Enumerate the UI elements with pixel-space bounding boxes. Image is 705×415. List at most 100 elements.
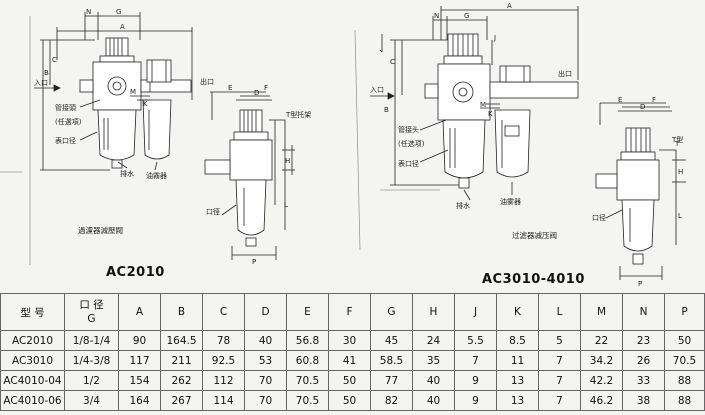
header-model: 型 号 bbox=[0, 293, 65, 331]
left-label-pipe-joint: 管接頭 bbox=[55, 103, 76, 112]
header-col: A bbox=[118, 293, 161, 331]
table-header-row: 型 号 口 径 G A B C D E F G H J K L M N P bbox=[0, 293, 705, 331]
table-cell: 262 bbox=[160, 370, 203, 391]
left-label-drain: 排水 bbox=[120, 169, 134, 178]
left-dim-N: N bbox=[86, 8, 91, 16]
cell-port: 3/4 bbox=[64, 390, 119, 411]
table-cell: 154 bbox=[118, 370, 161, 391]
table-cell: 70 bbox=[244, 390, 287, 411]
right-label-lubricator: 油雾器 bbox=[500, 197, 521, 206]
table-cell: 42.2 bbox=[580, 370, 623, 391]
left-dim-H: H bbox=[285, 157, 290, 165]
left-caption: 過濾器減壓閥 bbox=[78, 225, 123, 235]
cell-port: 1/8-1/4 bbox=[64, 330, 119, 351]
right-label-port: 口径 bbox=[592, 213, 606, 222]
table-cell: 267 bbox=[160, 390, 203, 411]
table-cell: 11 bbox=[496, 350, 539, 371]
table-cell: 117 bbox=[118, 350, 161, 371]
table-cell: 13 bbox=[496, 370, 539, 391]
table-cell: 70.5 bbox=[286, 390, 329, 411]
header-col: H bbox=[412, 293, 455, 331]
cell-model: AC3010 bbox=[0, 350, 65, 371]
left-dim-K: K bbox=[143, 100, 148, 108]
table-cell: 50 bbox=[328, 390, 371, 411]
spec-table: 型 号 口 径 G A B C D E F G H J K L M N P AC… bbox=[0, 293, 705, 411]
table-cell: 23 bbox=[622, 330, 665, 351]
header-port-bottom: G bbox=[87, 313, 96, 325]
left-label-outlet: 出口 bbox=[200, 77, 214, 86]
table-cell: 7 bbox=[538, 370, 581, 391]
table-cell: 40 bbox=[412, 390, 455, 411]
right-dim-G: G bbox=[464, 12, 469, 20]
left-dim-A: A bbox=[120, 23, 125, 31]
table-cell: 82 bbox=[370, 390, 413, 411]
right-dim-C: C bbox=[390, 58, 395, 66]
right-label-outlet: 出口 bbox=[558, 69, 572, 78]
table-row: AC3010 1/4-3/8 117 211 92.5 53 60.8 41 5… bbox=[0, 350, 705, 371]
table-cell: 8.5 bbox=[496, 330, 539, 351]
cell-model: AC2010 bbox=[0, 330, 65, 351]
table-cell: 33 bbox=[622, 370, 665, 391]
left-label-t-bracket: T型托架 bbox=[285, 110, 311, 119]
cell-port: 1/2 bbox=[64, 370, 119, 391]
header-col: K bbox=[496, 293, 539, 331]
table-cell: 53 bbox=[244, 350, 287, 371]
header-port: 口 径 G bbox=[64, 293, 119, 331]
table-cell: 5.5 bbox=[454, 330, 497, 351]
header-col: P bbox=[664, 293, 705, 331]
table-cell: 34.2 bbox=[580, 350, 623, 371]
right-dim-A: A bbox=[507, 2, 512, 10]
table-row: AC4010-04 1/2 154 262 112 70 70.5 50 77 … bbox=[0, 370, 705, 391]
table-cell: 30 bbox=[328, 330, 371, 351]
table-cell: 7 bbox=[538, 350, 581, 371]
right-dim-H: H bbox=[678, 168, 683, 176]
left-label-gauge: 表口径 bbox=[55, 136, 76, 145]
left-dim-P: P bbox=[252, 258, 256, 266]
table-cell: 90 bbox=[118, 330, 161, 351]
left-dim-C: C bbox=[52, 56, 57, 64]
right-label-t-bracket: T型 bbox=[671, 135, 683, 144]
table-cell: 88 bbox=[664, 370, 705, 391]
header-col: G bbox=[370, 293, 413, 331]
right-dim-D: D bbox=[640, 103, 645, 111]
table-cell: 58.5 bbox=[370, 350, 413, 371]
right-label-drain: 排水 bbox=[456, 201, 470, 210]
table-cell: 50 bbox=[664, 330, 705, 351]
right-dim-E: E bbox=[618, 96, 622, 104]
right-dim-F: F bbox=[652, 96, 656, 104]
table-cell: 46.2 bbox=[580, 390, 623, 411]
header-col: D bbox=[244, 293, 287, 331]
table-cell: 7 bbox=[454, 350, 497, 371]
header-col: F bbox=[328, 293, 371, 331]
left-dim-L: L bbox=[284, 201, 288, 209]
table-cell: 92.5 bbox=[202, 350, 245, 371]
left-label-lubricator: 油霧器 bbox=[146, 171, 167, 180]
table-cell: 40 bbox=[244, 330, 287, 351]
right-dim-P: P bbox=[638, 280, 642, 288]
left-model-title: AC2010 bbox=[106, 265, 165, 280]
left-unit-drawing bbox=[34, 12, 193, 171]
table-cell: 70.5 bbox=[286, 370, 329, 391]
header-port-top: 口 径 bbox=[79, 299, 104, 311]
left-dim-E: E bbox=[228, 84, 232, 92]
table-row: AC2010 1/8-1/4 90 164.5 78 40 56.8 30 45… bbox=[0, 330, 705, 351]
right-dim-T: T bbox=[674, 140, 680, 148]
table-cell: 112 bbox=[202, 370, 245, 391]
table-cell: 114 bbox=[202, 390, 245, 411]
right-dim-B: B bbox=[384, 106, 389, 114]
header-col: E bbox=[286, 293, 329, 331]
table-cell: 78 bbox=[202, 330, 245, 351]
left-dim-G: G bbox=[116, 8, 121, 16]
right-caption: 过滤器减压阀 bbox=[512, 230, 557, 240]
table-cell: 24 bbox=[412, 330, 455, 351]
left-dim-B: B bbox=[44, 69, 49, 77]
table-cell: 77 bbox=[370, 370, 413, 391]
table-cell: 35 bbox=[412, 350, 455, 371]
table-cell: 211 bbox=[160, 350, 203, 371]
table-cell: 26 bbox=[622, 350, 665, 371]
right-dim-J: J bbox=[493, 34, 496, 42]
table-cell: 13 bbox=[496, 390, 539, 411]
header-col: L bbox=[538, 293, 581, 331]
right-side-view bbox=[595, 102, 686, 280]
technical-drawings: N G A C B M K E D F H L P 入口 出口 管接頭 (任選項… bbox=[0, 2, 686, 288]
